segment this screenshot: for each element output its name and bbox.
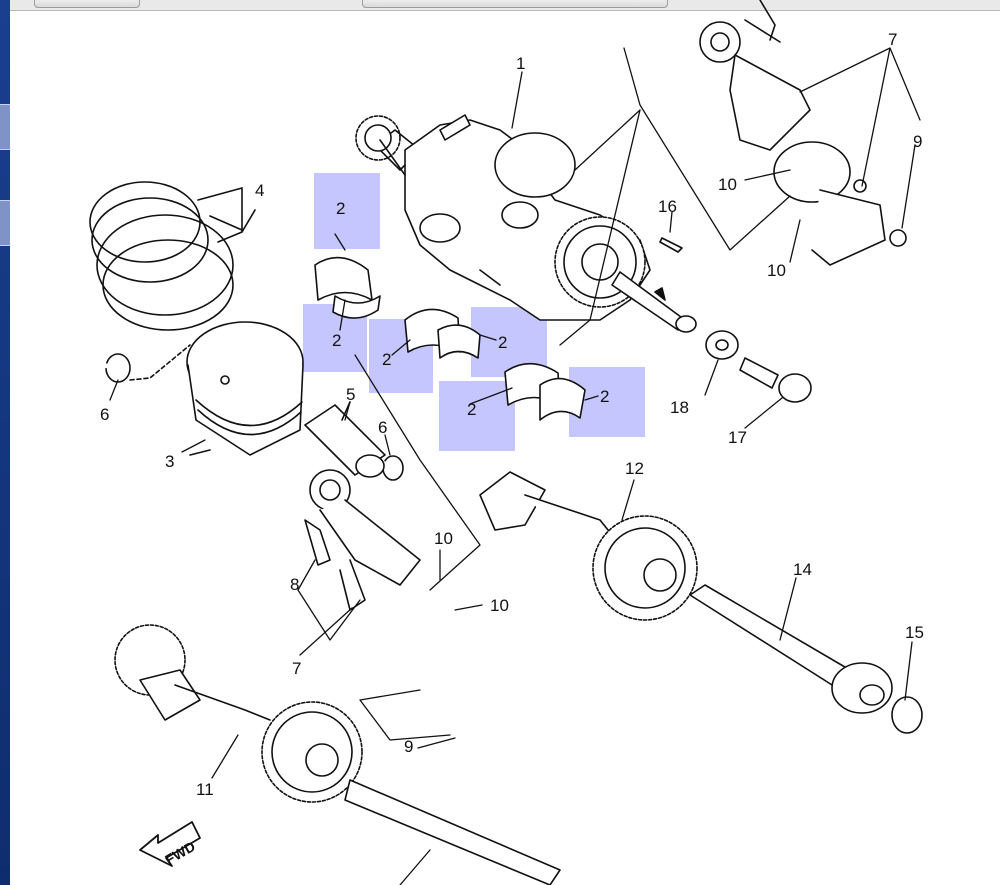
bearing-shells [314,256,586,421]
balancer-shaft-rear [114,624,363,803]
shaft [689,584,893,714]
label-2: 2 [467,400,476,419]
label-17: 17 [728,428,747,447]
label-2: 2 [336,199,345,218]
label-4: 4 [255,181,264,200]
label-3: 3 [165,452,174,471]
label-1: 1 [516,54,525,73]
label-9: 9 [913,132,922,151]
circlip [382,455,404,481]
bolt [739,357,779,389]
toolbar-field[interactable] [362,0,668,8]
label-10: 10 [490,596,509,615]
label-18: 18 [670,398,689,417]
connecting-rod-lower [304,469,421,611]
label-7: 7 [292,659,301,678]
connecting-rod-upper [699,0,907,266]
pin [659,237,683,253]
label-14: 14 [793,560,812,579]
crankshaft [355,114,697,333]
window-left-edge [0,0,10,885]
fwd-arrow [139,821,201,867]
label-6: 6 [100,405,109,424]
label-11: 11 [196,780,214,799]
label-15: 15 [905,623,924,642]
toolbar-strip [10,0,1000,11]
label-10: 10 [718,175,737,194]
label-16: 16 [658,197,677,216]
label-10: 10 [767,261,786,280]
lower-shaft [344,779,561,885]
balancer-shaft-front [479,471,698,621]
circlip [105,353,131,383]
highlight-box [439,381,515,451]
label-7: 7 [888,30,897,49]
label-12: 12 [625,459,644,478]
label-6: 6 [378,418,387,437]
piston-pin [304,401,386,478]
washer [705,330,739,360]
label-2: 2 [498,333,507,352]
label-9: 9 [404,737,413,756]
highlight-box [314,173,380,249]
sidebar-tab[interactable] [0,200,10,246]
label-2: 2 [332,331,341,350]
label-2: 2 [382,350,391,369]
label-10: 10 [434,529,453,548]
toolbar-button[interactable] [34,0,140,8]
label-2: 2 [600,387,609,406]
label-8: 8 [290,575,299,594]
label-5: 5 [346,385,355,404]
piston-rings [89,181,256,331]
o-ring [891,696,923,734]
sidebar-tab[interactable] [0,104,10,150]
piston [186,321,304,456]
